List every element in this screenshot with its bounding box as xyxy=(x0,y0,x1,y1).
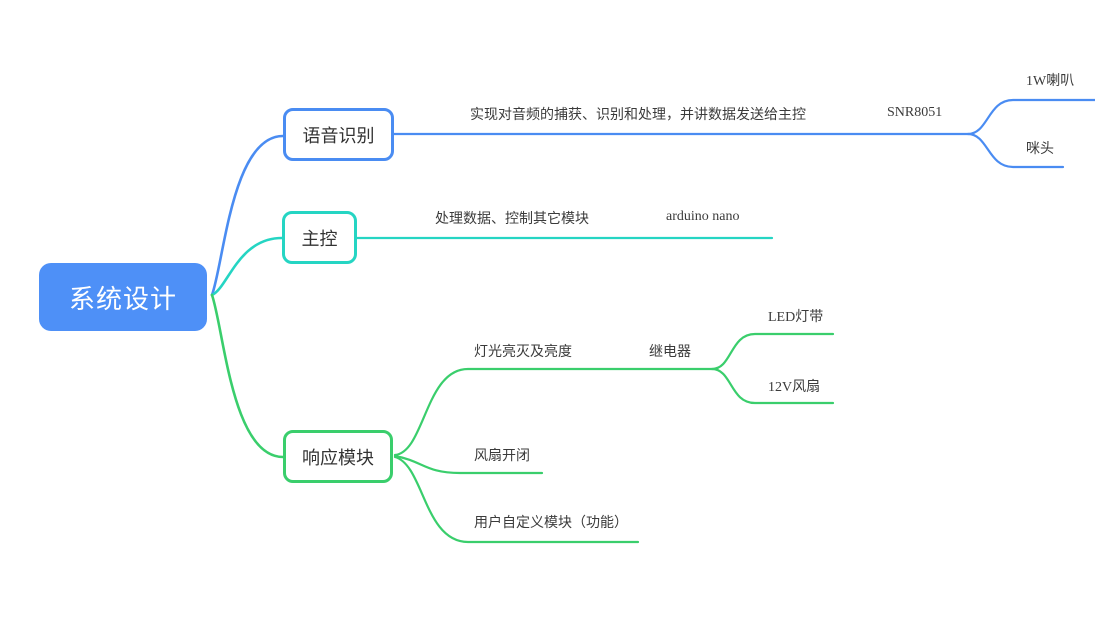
node-main-controller[interactable]: 主控 xyxy=(282,211,357,264)
topic-microphone[interactable]: 咪头 xyxy=(1026,142,1054,157)
edge-response-fanswitch xyxy=(393,454,544,475)
topic-12v-fan[interactable]: 12V风扇 xyxy=(768,380,821,395)
node-main-controller-label: 主控 xyxy=(301,228,338,249)
node-root-label: 系统设计 xyxy=(68,283,177,314)
edge-voice-fork-mic xyxy=(966,132,1065,169)
node-response-module[interactable]: 响应模块 xyxy=(283,430,393,483)
edge-root-voice xyxy=(210,134,285,297)
topic-main-desc[interactable]: 处理数据、控制其它模块 xyxy=(435,212,589,227)
topic-fan-switch[interactable]: 风扇开闭 xyxy=(474,449,530,464)
edge-response-light xyxy=(393,367,714,457)
edge-response-custom xyxy=(393,455,640,544)
edge-light-fork-fan xyxy=(710,367,835,405)
node-voice-recognition[interactable]: 语音识别 xyxy=(283,108,394,161)
edge-light-fork-led xyxy=(710,332,835,371)
topic-voice-desc[interactable]: 实现对音频的捕获、识别和处理，并讲数据发送给主控 xyxy=(470,108,806,123)
topic-led-strip[interactable]: LED灯带 xyxy=(768,310,824,325)
node-root[interactable]: 系统设计 xyxy=(39,263,207,331)
topic-relay[interactable]: 继电器 xyxy=(649,345,691,360)
topic-arduino-nano[interactable]: arduino nano xyxy=(666,209,740,224)
edge-voice-fork-speaker xyxy=(966,98,1095,136)
edge-root-response xyxy=(210,293,285,459)
topic-light-control[interactable]: 灯光亮灭及亮度 xyxy=(474,345,572,360)
edge-root-main xyxy=(210,236,284,297)
topic-snr8051[interactable]: SNR8051 xyxy=(887,105,943,120)
node-voice-recognition-label: 语音识别 xyxy=(302,125,375,146)
topic-1w-speaker[interactable]: 1W喇叭 xyxy=(1026,74,1075,89)
topic-custom-module[interactable]: 用户自定义模块（功能） xyxy=(474,516,628,531)
node-response-module-label: 响应模块 xyxy=(302,447,374,468)
